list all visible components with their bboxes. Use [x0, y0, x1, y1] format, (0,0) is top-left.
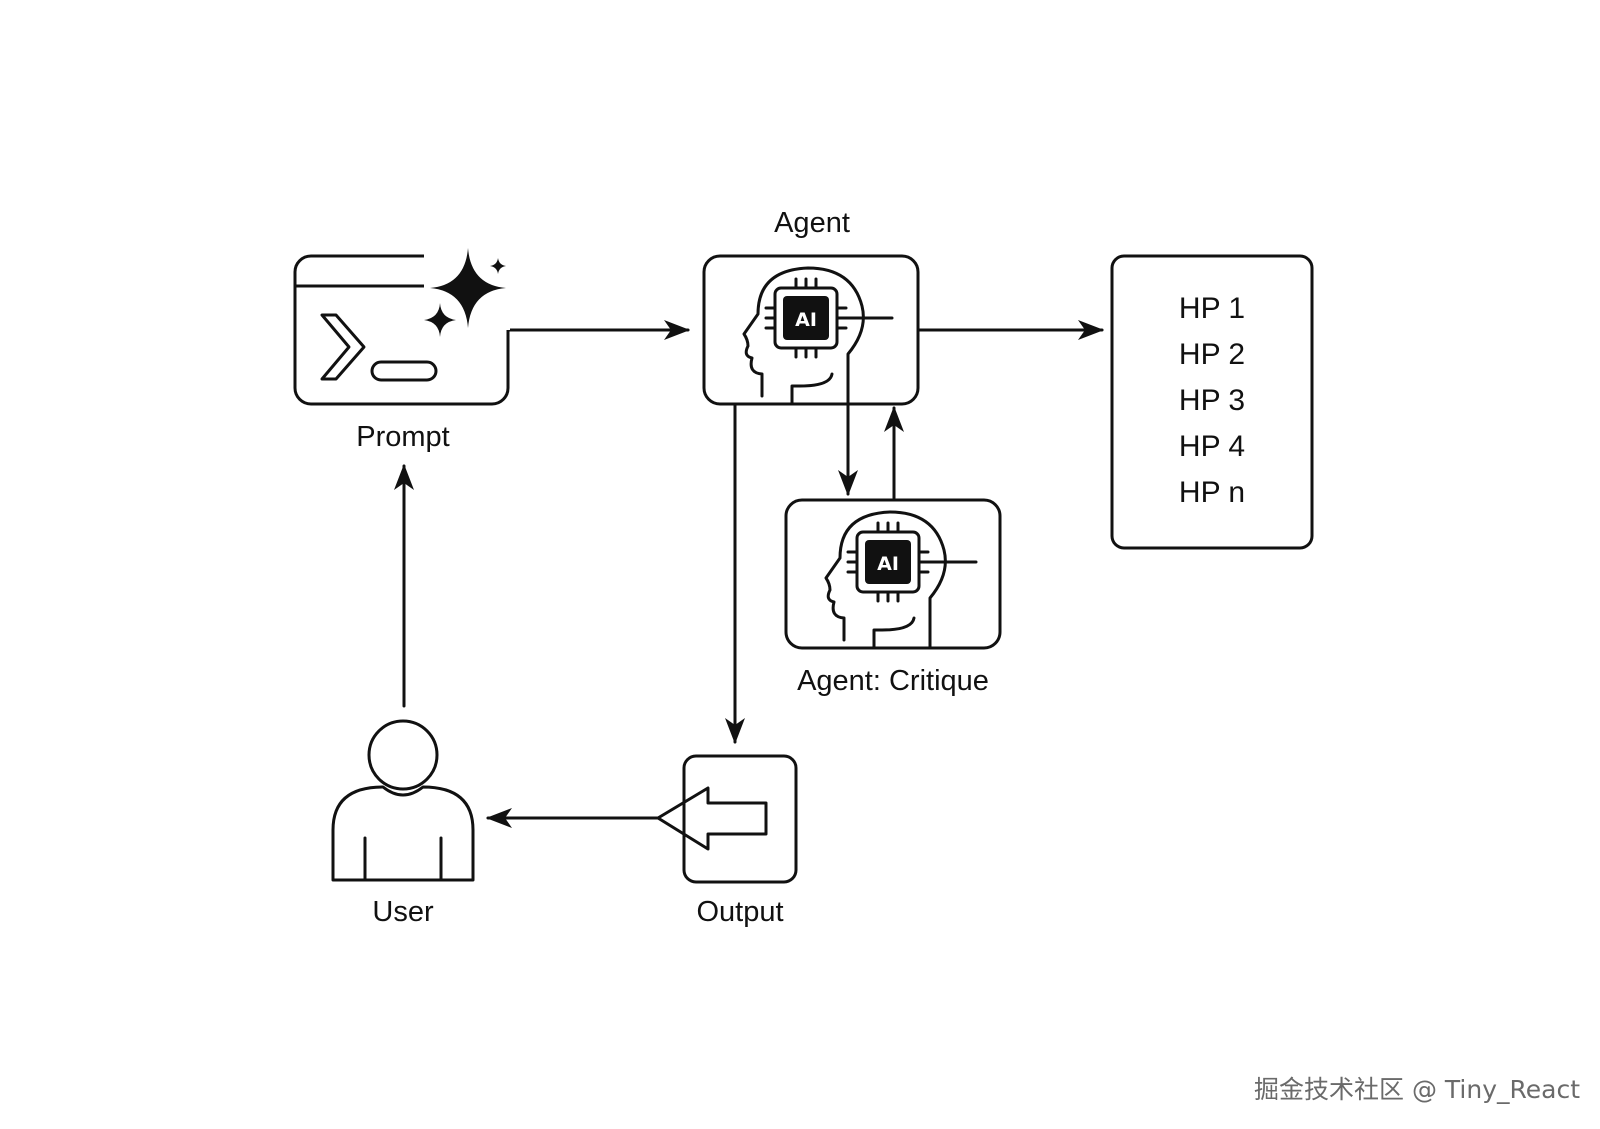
critique-chip-text: AI — [877, 553, 899, 575]
watermark: 掘金技术社区 @ Tiny_React — [1254, 1075, 1580, 1104]
hp-item: HP 1 — [1179, 292, 1245, 325]
agent-node: Agent AI — [702, 207, 920, 406]
critique-ai-head-icon: AI — [824, 510, 978, 650]
hp-item: HP 4 — [1179, 430, 1245, 463]
prompt-node: Prompt — [293, 244, 510, 453]
prompt-label: Prompt — [356, 421, 449, 453]
sparkle-icon — [424, 244, 510, 337]
hp-item: HP 3 — [1179, 384, 1245, 417]
agent-label: Agent — [774, 207, 850, 239]
user-node: User — [331, 719, 475, 928]
hp-list-node: HP 1 HP 2 HP 3 HP 4 HP n — [1110, 254, 1314, 550]
critique-label: Agent: Critique — [797, 665, 989, 697]
output-node: Output — [656, 754, 798, 928]
hp-item: HP n — [1179, 476, 1245, 509]
user-icon — [331, 719, 475, 882]
user-label: User — [372, 896, 434, 928]
output-arrow-icon — [656, 786, 768, 851]
agent-chip-text: AI — [795, 309, 817, 331]
output-label: Output — [696, 896, 783, 928]
critique-node: AI Agent: Critique — [784, 498, 1002, 697]
agent-ai-head-icon: AI — [742, 266, 894, 406]
hp-item: HP 2 — [1179, 338, 1245, 371]
